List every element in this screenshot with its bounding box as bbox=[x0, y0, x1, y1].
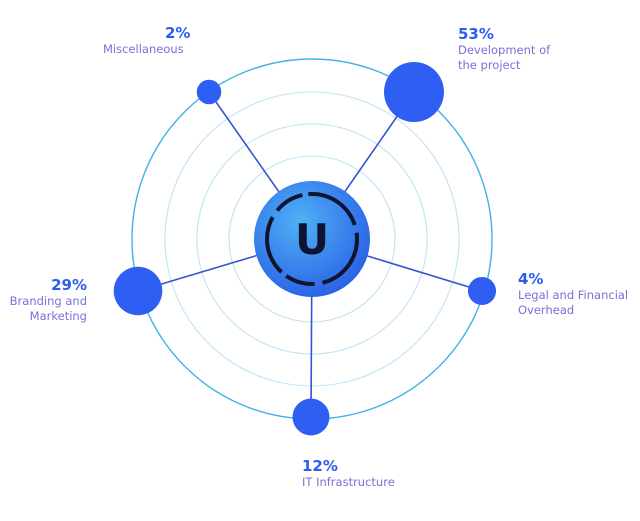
label-development: 53% Development of the project bbox=[458, 25, 550, 73]
label-legal: 4% Legal and Financial Overhead bbox=[518, 270, 628, 318]
category-name-line: Marketing bbox=[29, 309, 87, 323]
percent-label: 53% bbox=[458, 25, 494, 43]
label-it-infrastructure: 12% IT Infrastructure bbox=[302, 457, 395, 490]
category-name-line: the project bbox=[458, 58, 521, 72]
center-logo: U bbox=[254, 181, 370, 297]
label-miscellaneous: 2% Miscellaneous bbox=[103, 24, 190, 57]
center-circle bbox=[254, 181, 370, 297]
category-name-line: Branding and bbox=[9, 294, 87, 308]
center-letter: U bbox=[295, 215, 329, 264]
percent-label: 12% bbox=[302, 457, 338, 475]
value-bubble bbox=[196, 79, 222, 105]
category-name-line: Miscellaneous bbox=[103, 42, 184, 56]
category-name-line: IT Infrastructure bbox=[302, 475, 395, 489]
value-bubble bbox=[292, 398, 330, 436]
label-branding: 29% Branding and Marketing bbox=[4, 276, 87, 324]
value-bubble bbox=[113, 266, 163, 316]
center-ring bbox=[265, 192, 359, 286]
category-name-line: Development of bbox=[458, 43, 551, 57]
category-name-line: Legal and Financial bbox=[518, 288, 629, 302]
inner-orbit-ring bbox=[164, 91, 460, 387]
bubbles bbox=[113, 62, 497, 436]
percent-label: 4% bbox=[518, 270, 544, 288]
percent-label: 2% bbox=[165, 24, 191, 42]
category-name-line: Overhead bbox=[518, 303, 575, 317]
value-bubble bbox=[384, 62, 444, 122]
percent-label: 29% bbox=[51, 276, 87, 294]
value-bubble bbox=[467, 276, 497, 306]
